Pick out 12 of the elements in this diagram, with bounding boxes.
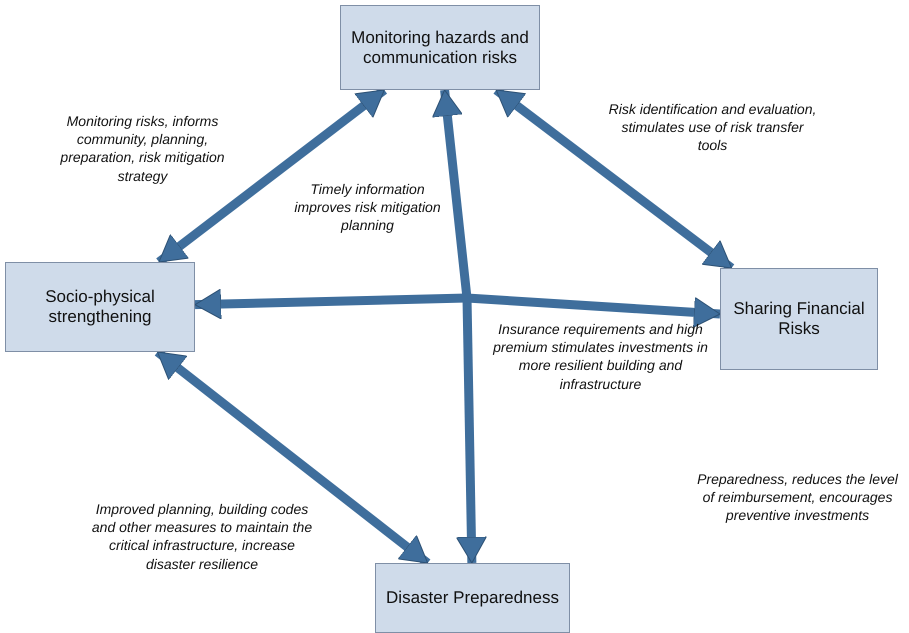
edge-label: Timely information improves risk mitigation planning — [293, 180, 442, 235]
concept-box: Sharing Financial Risks — [720, 268, 878, 370]
concept-box: Socio-physical strengthening — [5, 262, 195, 352]
edge-label: Monitoring risks, informs community, planning, preparation, risk mitigation strategy — [59, 112, 226, 185]
arrow — [194, 288, 468, 320]
concept-box: Monitoring hazards and communication risks — [340, 5, 540, 90]
edge-label: Improved planning, building codes and other measures to maintain the critical infrastructure, increase disaster resilience — [90, 500, 314, 573]
edge-label: Risk identification and evaluation, stimulates use of risk transfer tools — [608, 100, 818, 155]
note-text: Preparedness, reduces the level of reimbursement, encourages preventive investments — [696, 470, 900, 525]
arrow — [466, 294, 720, 328]
edge-label: Insurance requirements and high premium stimulates investments in more resilient building and infrastructure — [492, 320, 709, 393]
concept-box: Disaster Preparedness — [375, 563, 570, 633]
